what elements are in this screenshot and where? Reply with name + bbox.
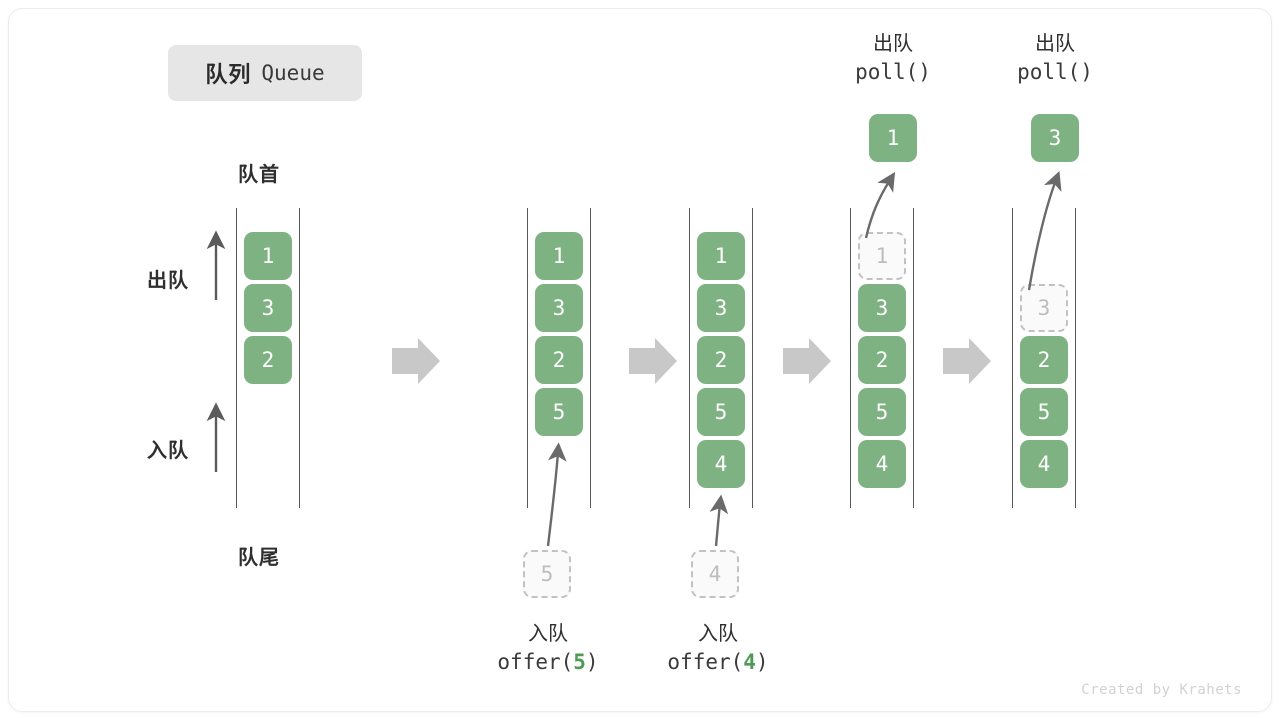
- caption-cn: 出队: [873, 33, 913, 55]
- caption-fn: poll(: [855, 60, 919, 85]
- caption-arg: 4: [743, 650, 756, 675]
- queue-column-after-poll-1: 1 3 2 5 4: [850, 208, 914, 508]
- queue-rail-right: [913, 208, 914, 508]
- queue-slot: 5: [1020, 388, 1068, 436]
- caption-fn: offer(: [667, 650, 744, 675]
- caption-code: offer(4): [618, 648, 818, 678]
- caption-cn: 出队: [1035, 33, 1075, 55]
- queue-slot: 1: [535, 232, 583, 280]
- pending-element-5: 5: [523, 550, 571, 598]
- queue-slot: 3: [244, 284, 292, 332]
- queue-rail-left: [1012, 208, 1013, 508]
- figure-title-chip: 队列 Queue: [168, 45, 362, 101]
- label-queue-tail: 队尾: [238, 547, 280, 569]
- figure-title-en: Queue: [261, 61, 325, 85]
- caption-arg: 5: [573, 650, 586, 675]
- queue-rail-right: [1075, 208, 1076, 508]
- queue-rail-left: [527, 208, 528, 508]
- popped-element-1: 1: [869, 114, 917, 162]
- caption-fn: offer(: [497, 650, 574, 675]
- queue-slot: 3: [858, 284, 906, 332]
- queue-slot: 1: [697, 232, 745, 280]
- queue-slot: 2: [1020, 336, 1068, 384]
- caption-close: ): [918, 60, 931, 85]
- caption-code: offer(5): [448, 648, 648, 678]
- label-dequeue: 出队: [147, 270, 189, 292]
- caption-close: ): [585, 650, 599, 675]
- queue-slot: 2: [697, 336, 745, 384]
- queue-slot: 2: [244, 336, 292, 384]
- caption-code: poll(): [955, 58, 1155, 88]
- queue-slot: 4: [697, 440, 745, 488]
- queue-slot: 2: [858, 336, 906, 384]
- figure-title-cn: 队列: [205, 62, 252, 87]
- queue-rail-left: [850, 208, 851, 508]
- queue-rail-left: [236, 208, 237, 508]
- queue-rail-right: [299, 208, 300, 508]
- caption-close: ): [755, 650, 769, 675]
- queue-slot: 4: [858, 440, 906, 488]
- queue-slot-removed: 1: [858, 232, 906, 280]
- label-enqueue: 入队: [147, 440, 189, 462]
- caption-offer-4: 入队 offer(4): [618, 620, 818, 678]
- caption-close: ): [1080, 60, 1093, 85]
- queue-rail-left: [689, 208, 690, 508]
- queue-slot: 3: [535, 284, 583, 332]
- queue-slot: 3: [697, 284, 745, 332]
- queue-slot: 5: [535, 388, 583, 436]
- caption-code: poll(): [793, 58, 993, 88]
- caption-fn: poll(: [1017, 60, 1081, 85]
- credit-text: Created by Krahets: [1081, 682, 1242, 698]
- caption-cn: 入队: [528, 623, 568, 645]
- queue-rail-right: [590, 208, 591, 508]
- pending-element-4: 4: [691, 550, 739, 598]
- queue-slot: 1: [244, 232, 292, 280]
- caption-offer-5: 入队 offer(5): [448, 620, 648, 678]
- popped-element-3: 3: [1031, 114, 1079, 162]
- queue-slot: 4: [1020, 440, 1068, 488]
- queue-column-after-offer-4: 1 3 2 5 4: [689, 208, 753, 508]
- queue-slot: 2: [535, 336, 583, 384]
- queue-slot-removed: 3: [1020, 284, 1068, 332]
- caption-poll-3: 出队 poll(): [955, 30, 1155, 88]
- label-queue-head: 队首: [238, 164, 280, 186]
- queue-column-initial: 1 3 2: [236, 208, 300, 508]
- queue-column-after-offer-5: 1 3 2 5: [527, 208, 591, 508]
- caption-cn: 入队: [698, 623, 738, 645]
- queue-rail-right: [752, 208, 753, 508]
- caption-poll-1: 出队 poll(): [793, 30, 993, 88]
- queue-slot: 5: [697, 388, 745, 436]
- queue-slot: 5: [858, 388, 906, 436]
- queue-column-after-poll-3: 3 2 5 4: [1012, 208, 1076, 508]
- figure-card: [8, 8, 1272, 712]
